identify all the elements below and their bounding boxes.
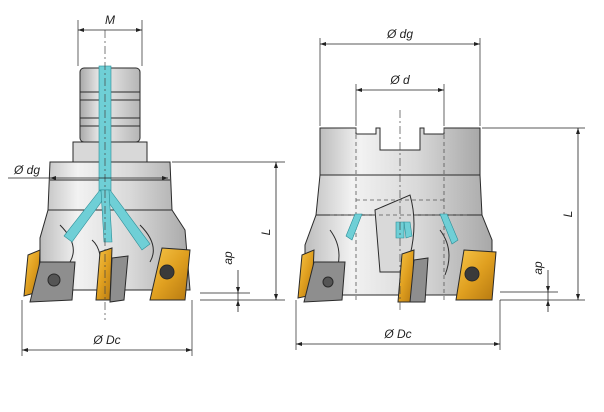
- right-inserts: [297, 249, 497, 303]
- label-dg-right: Ø dg: [386, 27, 413, 41]
- dim-dg-left: Ø dg: [8, 163, 168, 180]
- label-dg-left: Ø dg: [13, 163, 40, 177]
- dim-L-left: L: [172, 161, 285, 301]
- left-cutter-view: M Ø dg L ap: [8, 13, 285, 356]
- right-cutter-view: Ø dg Ø d L ap: [295, 27, 585, 350]
- dim-ap-left: ap: [200, 251, 250, 312]
- left-screw-1: [47, 273, 61, 287]
- label-ap-right: ap: [531, 261, 545, 275]
- label-Dc-left: Ø Dc: [92, 333, 120, 347]
- left-inserts: [23, 247, 191, 303]
- label-L-left: L: [259, 229, 273, 236]
- label-d: Ø d: [389, 73, 410, 87]
- dim-dg-right: Ø dg: [319, 27, 481, 126]
- dim-Dc-left: Ø Dc: [21, 300, 193, 356]
- left-screw-3: [159, 264, 175, 280]
- dim-ap-right: ap: [500, 261, 558, 312]
- right-cutter-top: [319, 127, 481, 176]
- dim-L-right: L: [482, 127, 585, 301]
- dim-Dc-right: Ø Dc: [295, 300, 501, 350]
- label-M: M: [105, 13, 115, 27]
- dim-d: Ø d: [355, 73, 445, 126]
- left-coolant-channels: [63, 65, 151, 251]
- label-ap-left: ap: [221, 251, 235, 265]
- dim-M: M: [77, 13, 143, 66]
- label-Dc-right: Ø Dc: [383, 327, 411, 341]
- label-L-right: L: [561, 211, 575, 218]
